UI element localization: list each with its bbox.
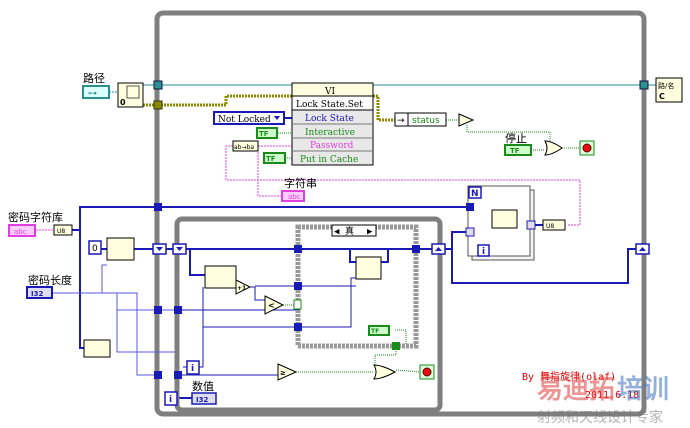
chevron-down-icon [274,116,280,120]
svg-text:≥: ≥ [280,369,286,377]
strip-path-node[interactable] [655,77,683,103]
svg-text:U8: U8 [546,223,554,230]
svg-text:TF: TF [266,155,276,163]
string-label: 字符串 [284,176,317,190]
initialize-array-node[interactable] [106,237,135,261]
for-index-array-node[interactable] [491,209,518,229]
svg-text:路/名: 路/名 [658,81,674,90]
vi-icon [126,85,140,99]
or-function[interactable] [544,140,563,156]
array-size-node[interactable] [83,339,111,358]
svg-text:→: → [397,116,405,126]
svg-text:0: 0 [120,98,126,107]
reverse-string-node[interactable] [232,140,259,152]
svg-text:I32: I32 [31,290,43,298]
svg-text:◀: ◀ [334,227,340,237]
cache-bool-constant[interactable] [263,152,286,164]
svg-text:i: i [191,364,194,374]
date-text: 2011.6.18 [585,390,639,401]
increment-function[interactable] [235,279,252,295]
svg-text:ab→ba: ab→ba [234,144,254,151]
less-than-function[interactable] [264,295,285,315]
svg-text:<: < [268,301,275,310]
svg-text:i: i [482,247,485,257]
svg-text:易迪拓: 易迪拓 [537,375,615,405]
svg-text:0: 0 [92,244,98,254]
property-node-class: VI [324,87,335,97]
property-interactive: Interactive [305,128,355,138]
outer-iteration-terminal [164,391,178,406]
svg-text:Not Locked: Not Locked [218,115,271,125]
property-node-method: Lock State.Set [296,100,363,110]
replace-array-subset-node[interactable] [355,256,382,280]
svg-text:+1: +1 [237,285,246,292]
svg-text:TF: TF [371,328,379,335]
password-length-label: 密码长度 [28,273,72,287]
outer-while-loop[interactable] [154,10,647,417]
for-loop-iteration-terminal [477,244,490,257]
string-indicator [281,190,305,202]
svg-text:C: C [659,92,665,101]
true-bool-constant[interactable] [368,325,390,336]
watermark: 易迪拓 培训 射频和天线设计专家 [537,375,669,426]
numeric-indicator [191,392,217,405]
property-node[interactable]: VI Lock State.Set Lock State Interactive… [291,82,374,166]
svg-text:abc: abc [288,193,301,201]
shift-registers[interactable] [152,243,650,255]
password-charset-label: 密码字符库 [8,210,63,224]
password-length-control[interactable] [26,286,53,299]
for-loop-count-terminal [468,186,482,199]
case-selector[interactable] [331,224,377,237]
zero-constant[interactable] [88,240,102,255]
svg-text:TF: TF [259,130,269,138]
svg-text:I32: I32 [196,396,208,404]
svg-text:培训: 培训 [617,375,669,405]
password-charset-control[interactable] [8,224,36,237]
svg-text:U8: U8 [57,228,65,235]
inner-while-loop[interactable] [174,216,443,413]
inner-iteration-terminal [186,360,200,375]
property-put-in-cache: Put in Cache [300,155,358,165]
svg-text:▶: ▶ [367,227,373,237]
interactive-bool-constant[interactable] [256,127,278,139]
index-array-node[interactable] [204,265,237,289]
stop-icon [582,143,592,153]
inner-stop-icon [422,367,432,377]
lock-state-enum[interactable] [213,111,285,125]
svg-text:⊶: ⊶ [88,89,97,99]
credit-text: By 舞指旋律(olaf) [522,370,616,383]
numeric-label: 数值 [192,380,214,393]
case-selector-terminal [293,299,302,310]
property-password: Password [310,141,354,151]
case-selector-label: 真 [345,225,354,237]
status-label: status [412,116,440,126]
path-control[interactable] [82,85,110,99]
wires [36,84,656,399]
svg-text:TF: TF [510,147,520,155]
svg-text:i: i [169,395,172,405]
property-lock-state: Lock State [305,114,354,124]
svg-text:射频和天线设计专家: 射频和天线设计专家 [537,409,663,426]
not-function[interactable] [458,113,475,127]
tunnels [153,80,649,379]
stop-control[interactable] [504,144,532,156]
svg-text:N: N [471,189,479,199]
path-label: 路径 [83,72,105,85]
inner-or-function[interactable] [373,364,397,380]
string-to-byte-array-node[interactable] [53,224,73,236]
stop-label: 停止 [505,131,527,145]
byte-array-to-string-node[interactable] [542,219,566,231]
greater-or-equal-function[interactable] [277,363,298,381]
svg-text:abc: abc [14,228,27,236]
